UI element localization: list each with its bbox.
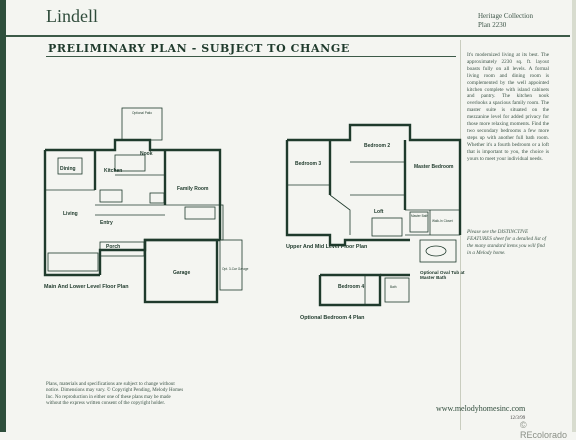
legal-fineprint: Plans, materials and specifications are … xyxy=(46,382,184,407)
title-rule xyxy=(46,56,456,57)
left-accent-bar xyxy=(0,0,6,432)
room-label-garage: Garage xyxy=(173,270,190,276)
room-label-dining: Dining xyxy=(60,166,76,172)
upper-level-plan xyxy=(285,123,462,263)
caption-upper-level: Upper And Mid Level Floor Plan xyxy=(286,244,368,250)
caption-main-level: Main And Lower Level Floor Plan xyxy=(44,284,129,290)
watermark: © REcolorado xyxy=(520,420,568,440)
room-label-bath: Bath xyxy=(390,285,397,289)
room-label-bedroom3: Bedroom 3 xyxy=(295,161,321,167)
header-rule xyxy=(6,35,570,37)
main-level-plan xyxy=(43,107,243,304)
features-note: Please see the DISTINCTIVE FEATURES shee… xyxy=(467,229,547,256)
room-label-family-room: Family Room xyxy=(177,186,209,192)
caption-optional-bedroom: Optional Bedroom 4 Plan xyxy=(300,315,365,321)
plan-name: Lindell xyxy=(46,6,98,26)
room-label-master-bedroom: Master Bedroom xyxy=(414,164,454,170)
room-label-porch: Porch xyxy=(106,244,120,250)
collection-name: Heritage Collection xyxy=(478,12,534,20)
page-title: PRELIMINARY PLAN - SUBJECT TO CHANGE xyxy=(48,42,350,55)
room-label-patio: Optional Patio xyxy=(132,111,152,115)
date-code: 12/3/99 xyxy=(510,416,526,421)
room-label-nook: Nook xyxy=(140,151,153,157)
optional-bedroom-plan xyxy=(318,273,410,307)
plan-number: Plan 2230 xyxy=(478,21,507,29)
collection-info: Heritage Collection Plan 2230 xyxy=(478,12,533,30)
caption-optional-tub: Optional Oval Tub at Master Bath xyxy=(420,270,465,280)
room-label-bedroom2: Bedroom 2 xyxy=(364,143,390,149)
room-label-master-bath: Master Bath xyxy=(411,214,428,218)
room-label-bedroom4: Bedroom 4 xyxy=(338,284,364,290)
website-link[interactable]: www.melodyhomesinc.com xyxy=(436,404,526,413)
room-label-kitchen: Kitchen xyxy=(104,168,122,174)
room-label-entry: Entry xyxy=(100,220,113,226)
right-edge xyxy=(572,0,576,432)
room-label-opt-garage: Opt. 3-Car Garage xyxy=(222,267,249,271)
room-label-loft: Loft xyxy=(374,209,384,215)
room-label-walk-in-closet: Walk-In Closet xyxy=(432,219,453,223)
room-label-living: Living xyxy=(63,211,78,217)
plan-description: It's modernized living at its best. The … xyxy=(467,52,549,162)
